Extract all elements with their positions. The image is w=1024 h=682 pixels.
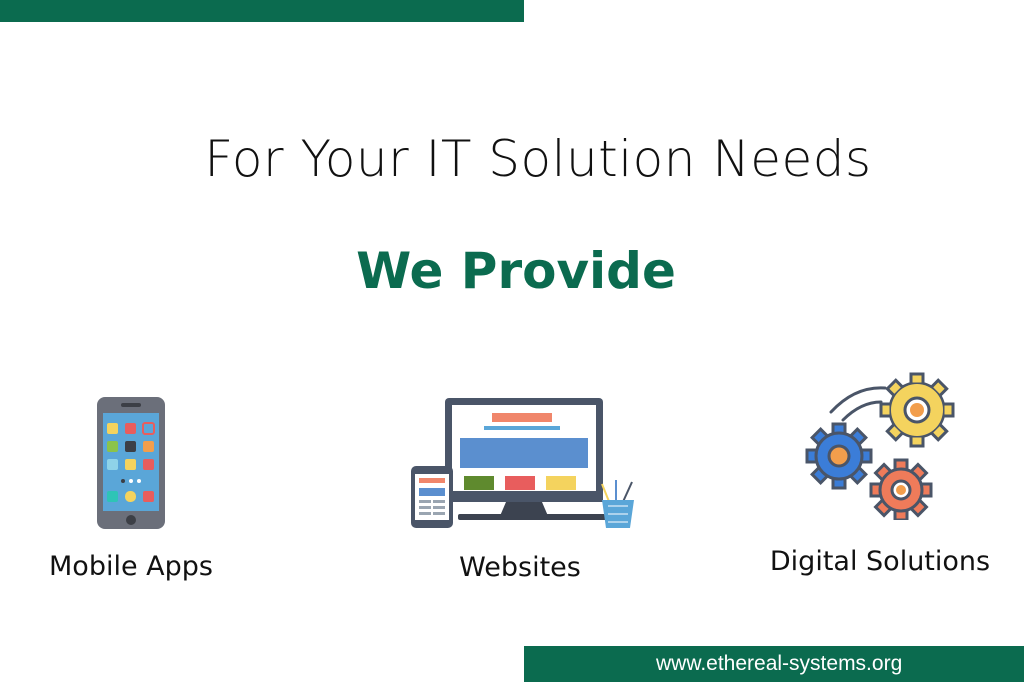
service-label: Digital Solutions [769, 546, 991, 577]
gears-icon [752, 372, 1008, 520]
website-link[interactable]: www.ethereal-systems.org [656, 652, 903, 675]
service-websites: Websites [400, 396, 640, 583]
page-subheadline: We Provide [356, 242, 676, 300]
smartphone-icon [30, 395, 232, 531]
service-digital-solutions: Digital Solutions [752, 372, 1008, 577]
page-headline: For Your IT Solution Needs [204, 130, 872, 188]
desktop-website-icon [400, 396, 640, 530]
service-mobile-apps: Mobile Apps [30, 395, 232, 582]
footer-url-bar[interactable]: www.ethereal-systems.org [524, 646, 1024, 682]
top-accent-bar [0, 0, 524, 22]
service-label: Websites [459, 552, 581, 583]
service-label: Mobile Apps [49, 551, 213, 582]
